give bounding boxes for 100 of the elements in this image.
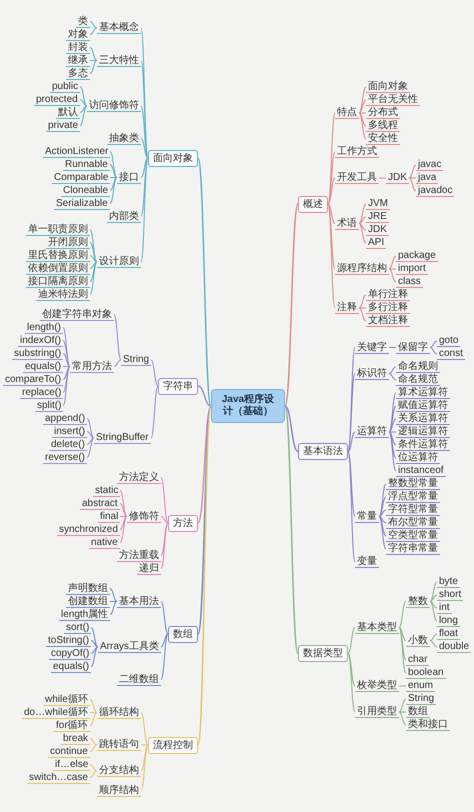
branch-topic: 概述: [298, 196, 328, 212]
connector-line: [160, 601, 168, 634]
branch-topic: 数据类型: [298, 645, 348, 662]
connector-line: [328, 112, 336, 204]
subtopic: 开发工具: [335, 172, 379, 184]
subtopic: substring(): [12, 348, 64, 360]
subtopic: 基本用法: [117, 596, 161, 608]
connector-line: [348, 451, 356, 517]
subtopic: 赋值运算符: [396, 400, 450, 412]
connector-line: [90, 699, 98, 713]
subtopic: 关系运算符: [396, 413, 450, 425]
subtopic: 单一职责原则: [26, 224, 90, 236]
subtopic: sort(): [64, 622, 92, 634]
subtopic: 运算符: [355, 426, 389, 438]
subtopic: indexOf(): [18, 334, 64, 346]
connector-line: [378, 510, 386, 517]
connector-line: [398, 698, 406, 712]
subtopic: 特点: [335, 107, 359, 119]
connector-line: [358, 100, 366, 114]
subtopic: for循环: [54, 720, 90, 732]
branch-topic: 方法: [168, 514, 198, 532]
connector-line: [80, 106, 88, 113]
connector-line: [150, 386, 158, 438]
subtopic: 设计原则: [97, 256, 141, 268]
connector-line: [197, 406, 212, 634]
connector-line: [358, 294, 366, 308]
connector-line: [348, 653, 356, 686]
subtopic: append(): [43, 412, 88, 424]
subtopic: 浮点型常量: [386, 491, 440, 503]
subtopic: do…while循环: [22, 706, 90, 718]
subtopic: char: [406, 654, 430, 666]
connector-line: [388, 268, 396, 282]
subtopic: 保留字: [396, 342, 430, 354]
connector-line: [90, 255, 98, 262]
subtopic: 安全性: [366, 133, 400, 145]
connector-line: [398, 627, 406, 674]
subtopic: Runnable: [63, 158, 110, 170]
connector-line: [284, 204, 299, 406]
connector-line: [197, 406, 212, 746]
subtopic: 基本类型: [355, 622, 399, 634]
subtopic: int: [437, 602, 452, 614]
connector-line: [140, 744, 148, 791]
subtopic: 常用方法: [70, 360, 114, 372]
subtopic: 整数型常量: [386, 478, 440, 490]
subtopic: 空类型常量: [386, 530, 440, 542]
connector-line: [90, 28, 98, 35]
connector-line: [430, 640, 438, 648]
connector-line: [90, 262, 98, 282]
subtopic: Cloneable: [61, 184, 110, 196]
subtopic: class: [396, 276, 423, 288]
subtopic: 命名规则: [396, 361, 440, 373]
subtopic: java: [416, 172, 438, 184]
subtopic: 顺序结构: [97, 784, 141, 796]
connector-line: [358, 112, 366, 114]
subtopic: 方法重载: [117, 550, 161, 562]
subtopic: protected: [34, 94, 80, 106]
connector-line: [348, 653, 356, 712]
subtopic: 修饰符: [127, 510, 161, 522]
connector-line: [62, 353, 70, 367]
subtopic: 注释: [335, 302, 359, 314]
connector-line: [110, 177, 118, 191]
connector-line: [388, 432, 396, 458]
connector-line: [90, 262, 98, 295]
connector-line: [358, 223, 366, 230]
connector-line: [120, 490, 128, 517]
subtopic: compareTo(): [3, 374, 64, 386]
branch-topic: 字符串: [158, 378, 198, 394]
subtopic: 分布式: [366, 107, 400, 119]
subtopic: goto: [437, 335, 460, 347]
subtopic: synchronized: [57, 524, 120, 536]
connector-line: [86, 438, 94, 458]
connector-line: [378, 496, 386, 517]
connector-line: [90, 738, 98, 746]
subtopic: 字符串常量: [386, 543, 440, 555]
subtopic: 声明数组: [66, 582, 110, 594]
connector-line: [160, 634, 168, 648]
connector-line: [62, 366, 70, 380]
subtopic: float: [437, 628, 460, 640]
connector-line: [62, 327, 70, 367]
connector-line: [378, 516, 386, 524]
connector-line: [120, 516, 128, 530]
subtopic: 创建数组: [66, 596, 110, 608]
connector-line: [110, 164, 118, 178]
connector-line: [197, 406, 212, 524]
connector-line: [140, 158, 148, 262]
subtopic: break: [61, 732, 90, 744]
subtopic: abstract: [80, 498, 120, 510]
branch-topic: 数组: [168, 626, 198, 642]
subtopic: Serializable: [54, 198, 110, 210]
subtopic: 平台无关性: [366, 94, 420, 106]
subtopic: 多态: [66, 68, 90, 80]
connector-line: [90, 640, 98, 648]
subtopic: import: [396, 263, 428, 275]
subtopic: 开闭原则: [46, 236, 90, 248]
subtopic: 逻辑运算符: [396, 426, 450, 438]
connector-line: [430, 594, 438, 602]
subtopic: 多行注释: [366, 302, 410, 314]
connector-line: [348, 373, 356, 452]
connector-line: [140, 138, 148, 158]
connector-line: [378, 484, 386, 517]
